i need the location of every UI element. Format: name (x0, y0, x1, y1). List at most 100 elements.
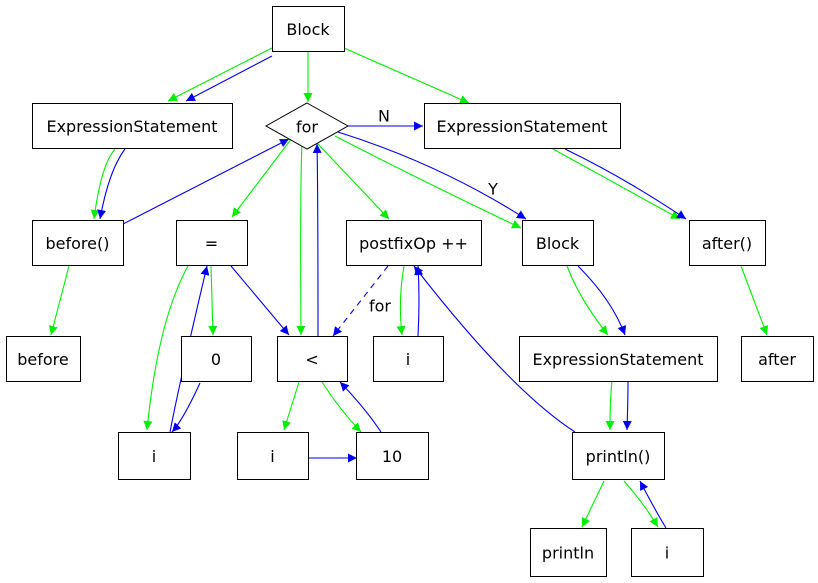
node-after-name: after (741, 336, 814, 382)
node-label: before() (46, 234, 110, 253)
node-box (32, 103, 233, 149)
node-label: 0 (211, 350, 221, 369)
edge-for-to-block_inner-blue (337, 131, 527, 220)
edge-i_arg-to-println_call-blue (639, 480, 667, 529)
node-box (176, 220, 248, 266)
edge-zero-to-i_assign-blue (171, 382, 201, 433)
node-box (237, 432, 309, 480)
node-box (272, 6, 345, 52)
node-label: println (542, 544, 594, 563)
edge-assign-to-less-blue (230, 265, 290, 336)
node-label: ExpressionStatement (436, 117, 607, 136)
node-ten: 10 (356, 432, 429, 480)
node-before-name: before (6, 336, 81, 382)
node-i-cmp: i (237, 432, 309, 480)
edge-expr_right-to-after_call-green (552, 148, 681, 220)
edge-postfix-to-less-blue (332, 265, 389, 337)
node-label: i (665, 544, 669, 563)
node-assign: = (176, 220, 248, 266)
node-expr-left: ExpressionStatement (32, 103, 233, 149)
node-box (6, 336, 81, 382)
node-println-call: println() (572, 432, 665, 480)
node-box (522, 220, 594, 266)
node-label: i (406, 350, 410, 369)
node-before-call: before() (32, 220, 124, 266)
edge-label-Y: Y (487, 180, 498, 199)
decision-diamond (264, 102, 350, 150)
node-label: println() (586, 447, 651, 466)
edge-block_root-to-expr_left-green (167, 47, 273, 102)
edge-println_call-to-i_arg-green (623, 480, 659, 528)
edge-expr_inner-to-println_call-green (605, 380, 615, 431)
edge-label-for: for (369, 297, 391, 316)
node-box (689, 220, 766, 266)
node-box (631, 528, 704, 577)
edge-println_call-to-println_name-green (581, 480, 605, 528)
node-box (741, 336, 814, 382)
node-for: for (264, 102, 350, 150)
node-box (424, 103, 621, 149)
node-expr-right: ExpressionStatement (424, 103, 621, 149)
node-postfix: postfixOp ++ (346, 220, 482, 266)
edge-for-to-postfix-green (316, 142, 390, 220)
node-label: after() (702, 234, 752, 253)
edge-before_call-to-for-blue (122, 138, 290, 225)
edge-block_inner-to-expr_inner-green (566, 265, 609, 336)
edge-ten-to-less-blue (339, 381, 382, 433)
node-label: postfixOp ++ (359, 234, 468, 253)
node-box (32, 220, 124, 266)
node-label: 10 (382, 447, 402, 466)
node-label: after (758, 350, 796, 369)
node-i-post: i (373, 336, 444, 382)
node-block-inner: Block (522, 220, 594, 266)
node-label: Block (536, 234, 580, 253)
node-label: for (296, 118, 318, 137)
node-label: = (205, 234, 218, 253)
edge-for-to-less-green (296, 141, 306, 336)
edges-layer (48, 47, 769, 529)
edge-less-to-ten-green (321, 381, 362, 433)
node-less: < (277, 336, 348, 382)
node-box (373, 336, 444, 382)
edge-assign-to-zero-green (208, 265, 218, 336)
node-i-assign: i (118, 432, 191, 480)
node-box (572, 432, 665, 480)
node-println-name: println (530, 528, 607, 577)
node-expr-inner: ExpressionStatement (519, 336, 718, 382)
node-box (356, 432, 429, 480)
node-label: before (17, 350, 69, 369)
node-label: ExpressionStatement (532, 350, 703, 369)
edge-println_call-to-postfix-blue (413, 265, 576, 433)
edge-label-N: N (378, 107, 390, 126)
node-box (277, 336, 348, 382)
edge-expr_left-to-before_call-green (90, 148, 116, 220)
edge-less-to-i_cmp-green (282, 381, 300, 431)
node-box (181, 336, 252, 382)
node-label: i (270, 447, 274, 466)
edge-expr_left-to-before_call-blue (97, 148, 126, 220)
edge-before_call-to-before_name-green (48, 265, 70, 336)
edge-expr_right-to-after_call-blue (564, 148, 687, 220)
node-label: i (152, 447, 156, 466)
node-label: ExpressionStatement (46, 117, 217, 136)
node-block-root: Block (272, 6, 345, 52)
node-after-call: after() (689, 220, 766, 266)
edge-assign-to-i_assign-green (143, 265, 189, 431)
edge-postfix-to-i_post-green (396, 265, 406, 336)
node-box (530, 528, 607, 577)
edge-block_root-to-expr_right-green (343, 47, 470, 104)
edge-i_post-to-postfix-blue (414, 265, 424, 337)
node-i-arg: i (631, 528, 704, 577)
edge-expr_inner-to-println_call-blue (622, 380, 632, 431)
node-label: < (305, 350, 318, 369)
edge-for-to-block_inner-green (334, 135, 522, 229)
node-box (519, 336, 718, 382)
node-box (118, 432, 191, 480)
edge-less-to-for-blue (312, 143, 322, 337)
edge-after_call-to-after_name-green (740, 265, 769, 336)
edge-block_inner-to-expr_inner-blue (577, 265, 627, 336)
node-box (346, 220, 482, 266)
